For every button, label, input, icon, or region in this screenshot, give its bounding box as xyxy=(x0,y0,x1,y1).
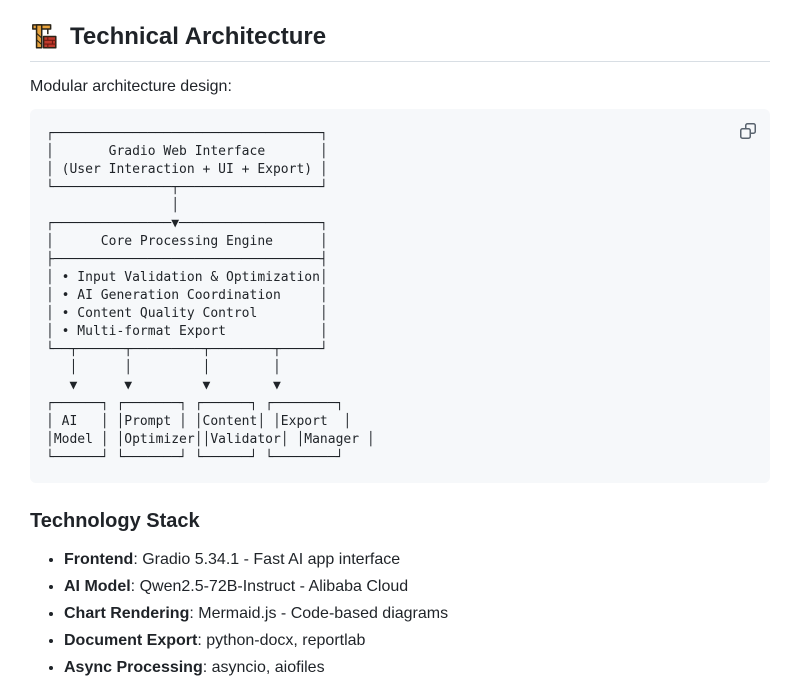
item-label: Chart Rendering xyxy=(64,605,190,622)
page-title-text: Technical Architecture xyxy=(70,23,327,50)
item-label: Document Export xyxy=(64,632,198,649)
list-item-frontend: Frontend: Gradio 5.34.1 - Fast AI app in… xyxy=(64,548,770,572)
item-desc: python-docx, reportlab xyxy=(206,632,366,649)
copy-icon xyxy=(740,123,756,139)
item-separator: : xyxy=(130,578,140,595)
tech-stack-list: Frontend: Gradio 5.34.1 - Fast AI app in… xyxy=(30,548,770,680)
item-desc: Mermaid.js - Code-based diagrams xyxy=(198,605,449,622)
item-desc: Gradio 5.34.1 - Fast AI app interface xyxy=(142,551,401,568)
list-item-document-export: Document Export: python-docx, reportlab xyxy=(64,629,770,653)
copy-button[interactable] xyxy=(734,117,762,145)
item-label: AI Model xyxy=(64,578,131,595)
item-separator: : xyxy=(202,659,212,676)
item-desc: Qwen2.5-72B-Instruct - Alibaba Cloud xyxy=(139,578,409,595)
item-label: Async Processing xyxy=(64,659,203,676)
item-separator: : xyxy=(189,605,199,622)
item-separator: : xyxy=(133,551,143,568)
list-item-async-processing: Async Processing: asyncio, aiofiles xyxy=(64,656,770,680)
ascii-architecture-diagram: ┌──────────────────────────────────┐ │ G… xyxy=(46,126,375,465)
building-construction-icon xyxy=(32,24,57,49)
intro-text: Modular architecture design: xyxy=(30,78,232,95)
tech-stack-heading: Technology Stack xyxy=(30,510,200,532)
list-item-chart-rendering: Chart Rendering: Mermaid.js - Code-based… xyxy=(64,602,770,626)
list-item-ai-model: AI Model: Qwen2.5-72B-Instruct - Alibaba… xyxy=(64,575,770,599)
architecture-code-block: ┌──────────────────────────────────┐ │ G… xyxy=(30,109,770,483)
item-label: Frontend xyxy=(64,551,134,568)
page-title: Technical Architecture xyxy=(30,22,770,62)
item-separator: : xyxy=(197,632,207,649)
item-desc: asyncio, aiofiles xyxy=(211,659,325,676)
